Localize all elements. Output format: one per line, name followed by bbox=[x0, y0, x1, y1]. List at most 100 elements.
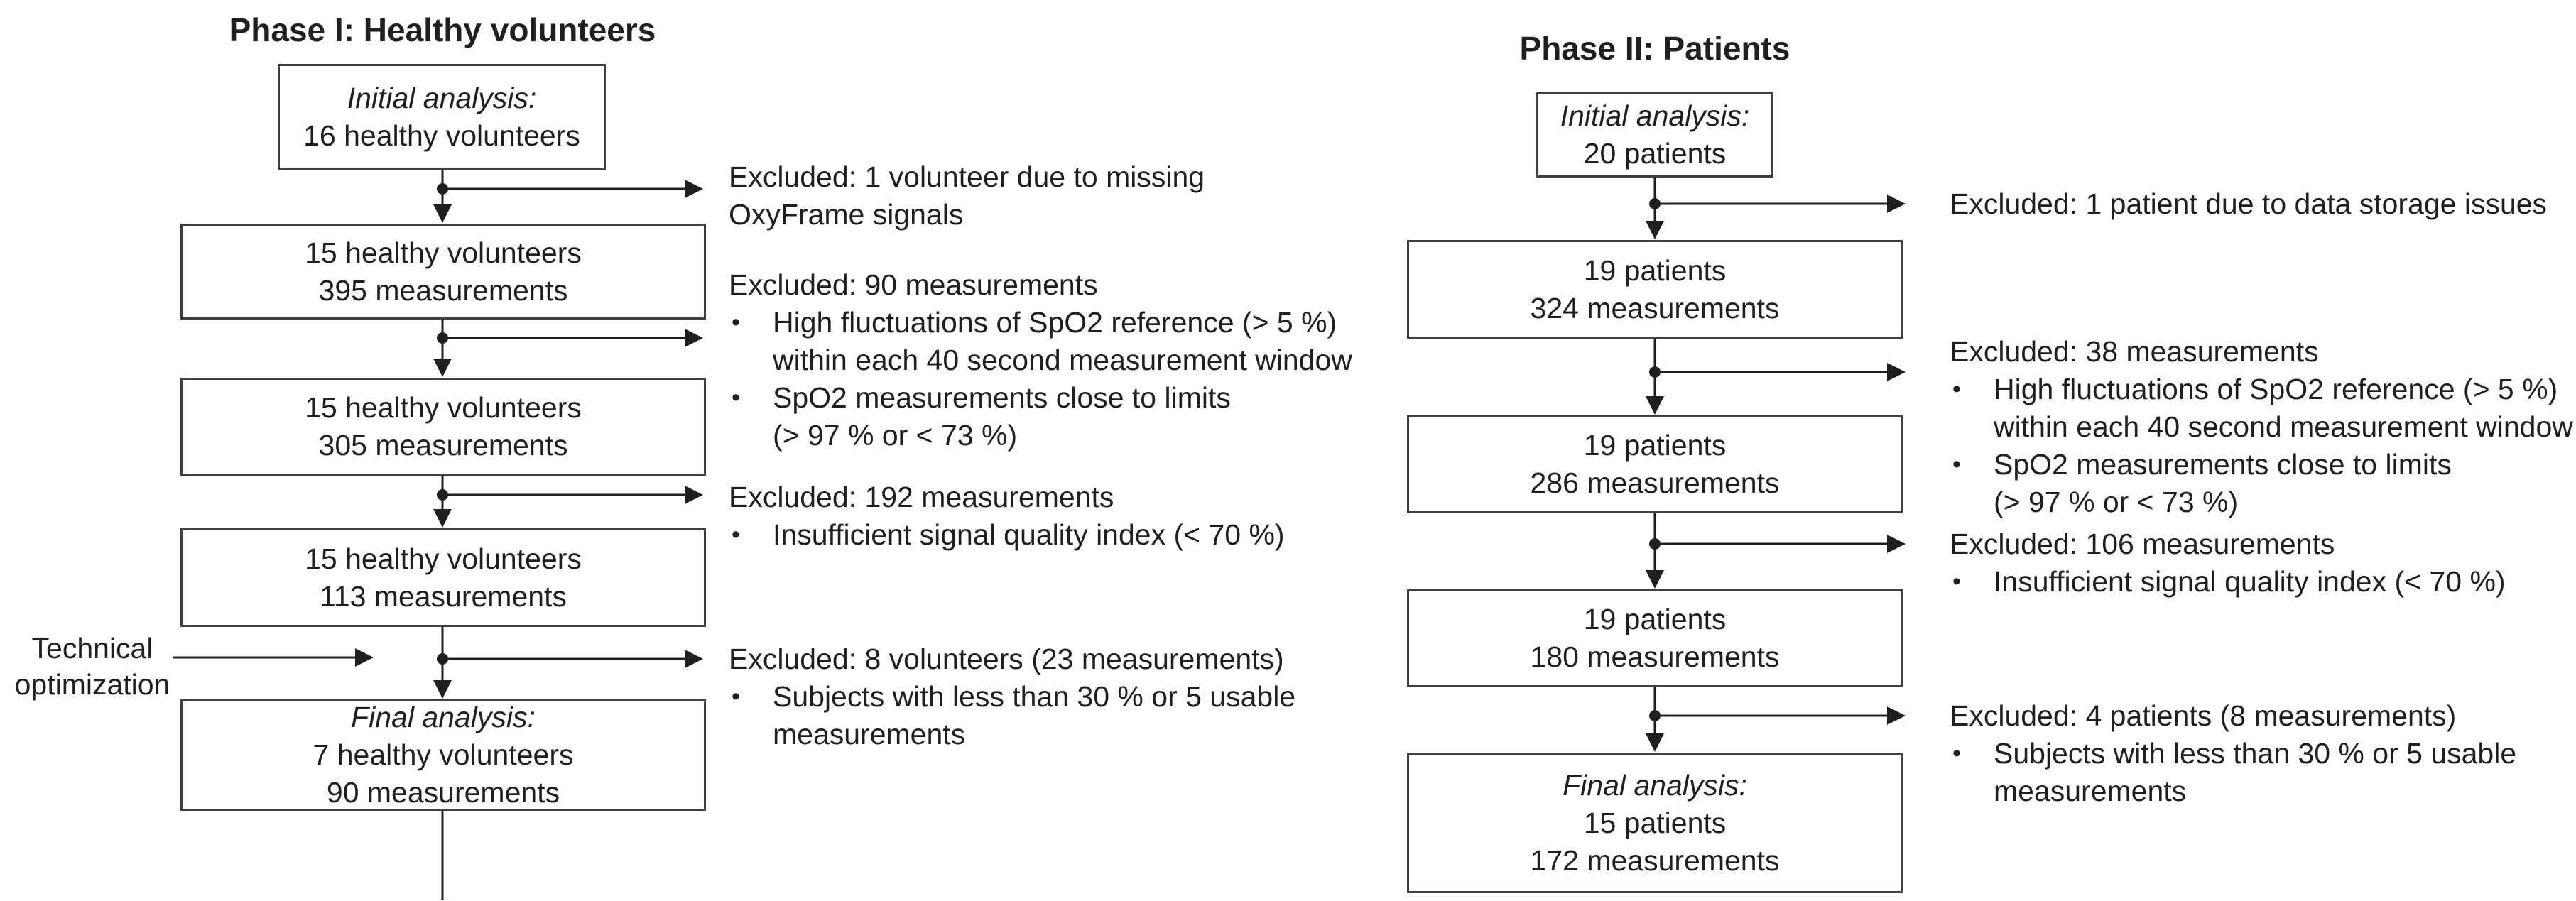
box-line: 19 patients bbox=[1583, 429, 1727, 462]
bullet-icon: • bbox=[1952, 568, 1961, 595]
bullet-text: High fluctuations of SpO2 reference (> 5… bbox=[1994, 373, 2558, 405]
box-line: Initial analysis: bbox=[1560, 99, 1750, 132]
exclusion-bullet: • High fluctuations of SpO2 reference (>… bbox=[729, 304, 1352, 342]
p1-box-step2: 15 healthy volunteers 395 measurements bbox=[180, 224, 706, 320]
box-line: 20 patients bbox=[1583, 137, 1727, 170]
bullet-text: Insufficient signal quality index (< 70 … bbox=[773, 518, 1285, 551]
junction-dot bbox=[437, 489, 448, 501]
bullet-icon: • bbox=[732, 683, 740, 710]
arrowhead-down-icon bbox=[1646, 733, 1664, 752]
junction-dot bbox=[437, 183, 448, 195]
arrowhead-down-icon bbox=[1646, 570, 1664, 589]
p2-box-initial: Initial analysis: 20 patients bbox=[1536, 92, 1773, 178]
box-line: 286 measurements bbox=[1530, 466, 1780, 499]
p2-box-step4: 19 patients 180 measurements bbox=[1407, 589, 1903, 687]
bullet-text-continued: (> 97 % or < 73 %) bbox=[1994, 486, 2239, 518]
junction-dot bbox=[1649, 198, 1661, 209]
exclusion-heading: Excluded: 1 volunteer due to missing bbox=[729, 160, 1205, 193]
exclusion-heading: Excluded: 106 measurements bbox=[1950, 528, 2335, 560]
box-line: 172 measurements bbox=[1530, 843, 1780, 877]
box-line: 305 measurements bbox=[318, 429, 568, 462]
arrowhead-right-icon bbox=[685, 486, 703, 504]
bullet-icon: • bbox=[732, 309, 740, 336]
junction-dot bbox=[437, 653, 448, 665]
bullet-text-continued: (> 97 % or < 73 %) bbox=[773, 419, 1018, 452]
box-line: Final analysis: bbox=[1563, 768, 1747, 802]
box-line: 90 measurements bbox=[326, 776, 560, 809]
p1-box-step4: 15 healthy volunteers 113 measurements bbox=[180, 528, 706, 627]
arrowhead-right-icon bbox=[1887, 363, 1906, 381]
bullet-text: SpO2 measurements close to limits bbox=[1994, 448, 2452, 481]
p1-exclusion-4: Excluded: 8 volunteers (23 measurements)… bbox=[729, 640, 1295, 753]
exclusion-heading: OxyFrame signals bbox=[729, 198, 964, 231]
exclusion-bullet: • Insufficient signal quality index (< 7… bbox=[1950, 563, 2506, 601]
p2-exclusion-1: Excluded: 1 patient due to data storage … bbox=[1950, 185, 2547, 223]
box-line: 7 healthy volunteers bbox=[313, 738, 574, 771]
exclusion-heading: Excluded: 90 measurements bbox=[729, 268, 1098, 301]
p2-exclusion-2: Excluded: 38 measurements • High fluctua… bbox=[1950, 333, 2573, 521]
arrowhead-right-icon bbox=[685, 650, 703, 668]
p2-title: Phase II: Patients bbox=[1519, 30, 1790, 67]
p1-exclusion-3: Excluded: 192 measurements • Insufficien… bbox=[729, 479, 1285, 554]
p1-exclusion-2: Excluded: 90 measurements • High fluctua… bbox=[729, 266, 1352, 454]
box-line: Final analysis: bbox=[351, 701, 536, 733]
p1-box-initial: Initial analysis: 16 healthy volunteers bbox=[278, 64, 606, 170]
box-line: 19 patients bbox=[1583, 603, 1727, 635]
bullet-icon: • bbox=[732, 384, 740, 411]
arrowhead-down-icon bbox=[433, 680, 452, 699]
arrowhead-right-icon bbox=[685, 180, 703, 198]
bullet-text-continued: within each 40 second measurement window bbox=[773, 344, 1352, 376]
arrowhead-down-icon bbox=[433, 509, 452, 528]
box-line: 324 measurements bbox=[1530, 291, 1780, 324]
p1-exclusion-1: Excluded: 1 volunteer due to missing Oxy… bbox=[729, 158, 1205, 234]
box-line: 15 patients bbox=[1583, 806, 1727, 839]
arrowhead-right-icon bbox=[1887, 535, 1906, 553]
arrowhead-right-icon bbox=[355, 648, 374, 667]
exclusion-bullet: • Subjects with less than 30 % or 5 usab… bbox=[1950, 735, 2516, 772]
arrowhead-right-icon bbox=[685, 329, 703, 347]
box-line: 15 healthy volunteers bbox=[305, 391, 582, 424]
junction-dot bbox=[437, 332, 448, 344]
bullet-icon: • bbox=[1952, 740, 1961, 767]
bullet-text-continued: within each 40 second measurement window bbox=[1994, 410, 2573, 443]
p2-box-step3: 19 patients 286 measurements bbox=[1407, 415, 1903, 513]
junction-dot bbox=[1649, 710, 1661, 721]
junction-dot bbox=[1649, 366, 1661, 378]
p1-flow-arrows bbox=[173, 170, 703, 900]
bullet-text-continued: measurements bbox=[773, 718, 966, 750]
bullet-icon: • bbox=[732, 521, 740, 548]
bullet-icon: • bbox=[1952, 451, 1961, 478]
bullet-text: Subjects with less than 30 % or 5 usable bbox=[1994, 737, 2517, 770]
p1-box-final: Final analysis: 7 healthy volunteers 90 … bbox=[180, 699, 706, 811]
p2-exclusion-3: Excluded: 106 measurements • Insufficien… bbox=[1950, 525, 2506, 601]
arrowhead-down-icon bbox=[433, 359, 452, 377]
box-line: 113 measurements bbox=[320, 579, 567, 613]
bullet-text: SpO2 measurements close to limits bbox=[773, 381, 1231, 414]
arrowhead-down-icon bbox=[1646, 221, 1664, 239]
exclusion-bullet: • Insufficient signal quality index (< 7… bbox=[729, 516, 1285, 554]
exclusion-heading: Excluded: 4 patients (8 measurements) bbox=[1950, 699, 2457, 732]
p1-title: Phase I: Healthy volunteers bbox=[229, 11, 656, 48]
box-line: 180 measurements bbox=[1530, 640, 1780, 673]
box-line: Initial analysis: bbox=[347, 82, 537, 114]
junction-dot bbox=[1649, 538, 1661, 550]
box-line: 395 measurements bbox=[318, 273, 568, 307]
p2-flow-arrows bbox=[1646, 178, 1906, 752]
box-line: 19 patients bbox=[1583, 253, 1727, 287]
exclusion-bullet: • SpO2 measurements close to limits bbox=[729, 379, 1352, 417]
exclusion-bullet: • SpO2 measurements close to limits bbox=[1950, 446, 2573, 484]
p2-exclusion-4: Excluded: 4 patients (8 measurements) • … bbox=[1950, 697, 2516, 810]
p1-box-step3: 15 healthy volunteers 305 measurements bbox=[180, 378, 706, 476]
arrowhead-down-icon bbox=[433, 204, 452, 223]
arrowhead-right-icon bbox=[1887, 195, 1906, 213]
exclusion-bullet: • Subjects with less than 30 % or 5 usab… bbox=[729, 678, 1295, 716]
side-label-line: optimization bbox=[14, 668, 170, 701]
arrowhead-right-icon bbox=[1887, 706, 1906, 725]
bullet-text: Subjects with less than 30 % or 5 usable bbox=[773, 680, 1296, 713]
arrowhead-down-icon bbox=[1646, 396, 1664, 415]
box-line: 15 healthy volunteers bbox=[305, 542, 582, 575]
p2-box-step2: 19 patients 324 measurements bbox=[1407, 240, 1903, 339]
bullet-text: Insufficient signal quality index (< 70 … bbox=[1994, 565, 2506, 598]
